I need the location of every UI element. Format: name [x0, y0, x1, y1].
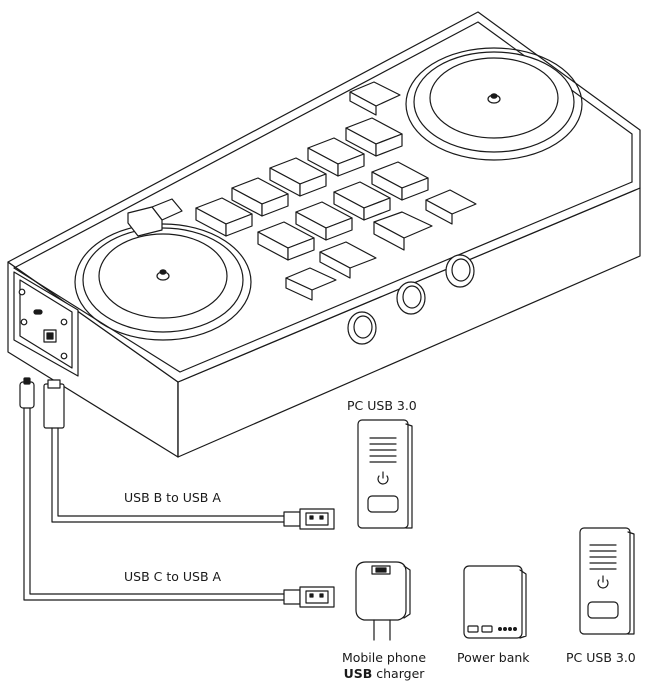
pad[interactable] [349, 81, 401, 116]
usb-a-plug-icon [299, 586, 335, 608]
usb-c-to-usb-a-cable [19, 377, 335, 608]
power-icon [597, 575, 609, 589]
usb-c-plug-icon [19, 381, 35, 409]
pc-usb3-label-top: PC USB 3.0 [347, 398, 417, 413]
usb-charger [355, 561, 411, 641]
knob[interactable] [445, 254, 475, 288]
pad[interactable] [231, 177, 289, 217]
pad[interactable] [295, 201, 353, 241]
charger-label-usb: USB [343, 666, 373, 681]
charger-label-line2: USB charger [340, 666, 428, 682]
rear-port-panel [13, 271, 79, 377]
usb-b-cable-label: USB B to USB A [124, 490, 221, 505]
power-bank-label: Power bank [457, 650, 530, 665]
pad[interactable] [319, 241, 377, 279]
charger-label: Mobile phone USB charger [340, 650, 428, 682]
pad[interactable] [371, 161, 429, 201]
pad[interactable] [425, 189, 477, 225]
pad[interactable] [373, 211, 433, 251]
knob[interactable] [347, 311, 377, 345]
pad[interactable] [345, 117, 403, 157]
pc-usb3-label-bottom: PC USB 3.0 [566, 650, 636, 665]
pad[interactable] [127, 198, 183, 237]
pc-usb3-device-top [357, 419, 413, 529]
power-icon [377, 471, 389, 485]
pc-usb3-device-bottom [579, 527, 635, 635]
usb-b-plug-icon [43, 383, 65, 429]
power-bank [463, 565, 527, 639]
pad[interactable] [269, 157, 327, 197]
usb-c-port [33, 309, 43, 315]
pad[interactable] [195, 197, 253, 237]
pad[interactable] [333, 181, 391, 221]
jog-wheel-right[interactable] [405, 47, 583, 161]
usb-c-cable-label: USB C to USB A [124, 569, 222, 584]
pad[interactable] [307, 137, 365, 177]
charger-label-line1: Mobile phone [341, 650, 427, 665]
knob[interactable] [396, 281, 426, 315]
pad[interactable] [285, 267, 337, 301]
pad-grid [127, 81, 477, 301]
usb-b-to-usb-a-cable [43, 379, 335, 530]
pad[interactable] [257, 221, 315, 261]
jog-wheel-left[interactable] [74, 223, 252, 341]
charger-label-charger: charger [372, 666, 425, 681]
